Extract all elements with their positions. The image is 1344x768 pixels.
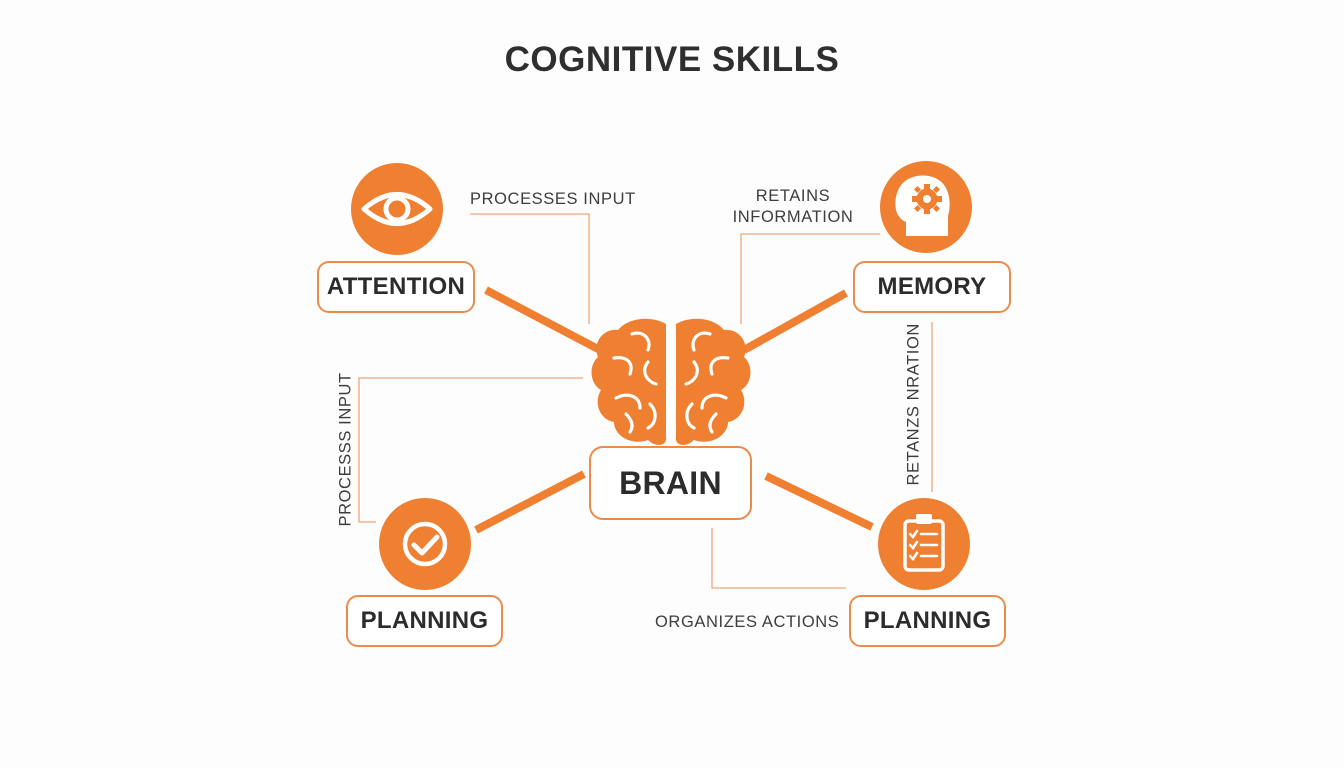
connectors <box>474 286 874 534</box>
eye-icon <box>351 163 443 255</box>
memory-leader-line <box>740 233 880 324</box>
annotation-leaders <box>358 213 933 589</box>
planning-label-right: PLANNING <box>849 595 1006 647</box>
memory-annotation: RETAINS INFORMATION <box>730 186 856 228</box>
brain-label: BRAIN <box>589 446 752 520</box>
planning-label-left: PLANNING <box>346 595 503 647</box>
attention-label: ATTENTION <box>317 261 475 313</box>
left-vertical-annotation: PROCESSS INPUT <box>336 372 355 527</box>
memory-annotation-line1: RETAINS <box>755 187 831 205</box>
brain-icon <box>591 318 751 445</box>
connector-memory <box>742 289 848 354</box>
right-vertical-annotation: RETANZS NRATION <box>904 323 923 486</box>
clipboard-checklist-icon <box>878 498 970 590</box>
attention-annotation: PROCESSES INPUT <box>470 190 636 208</box>
memory-annotation-line2: INFORMATION <box>732 208 854 226</box>
bottom-leader-line <box>711 528 846 589</box>
diagram-title: COGNITIVE SKILLS <box>504 40 840 79</box>
bottom-annotation: ORGANIZES ACTIONS <box>655 613 840 631</box>
memory-label: MEMORY <box>853 261 1011 313</box>
head-gear-icon <box>880 161 972 253</box>
left-leader-line <box>358 377 583 523</box>
attention-leader-line <box>470 213 590 324</box>
connector-planning-right <box>764 472 874 531</box>
connector-attention <box>484 286 600 353</box>
connector-planning-left <box>474 470 586 534</box>
checkmark-icon <box>379 498 471 590</box>
